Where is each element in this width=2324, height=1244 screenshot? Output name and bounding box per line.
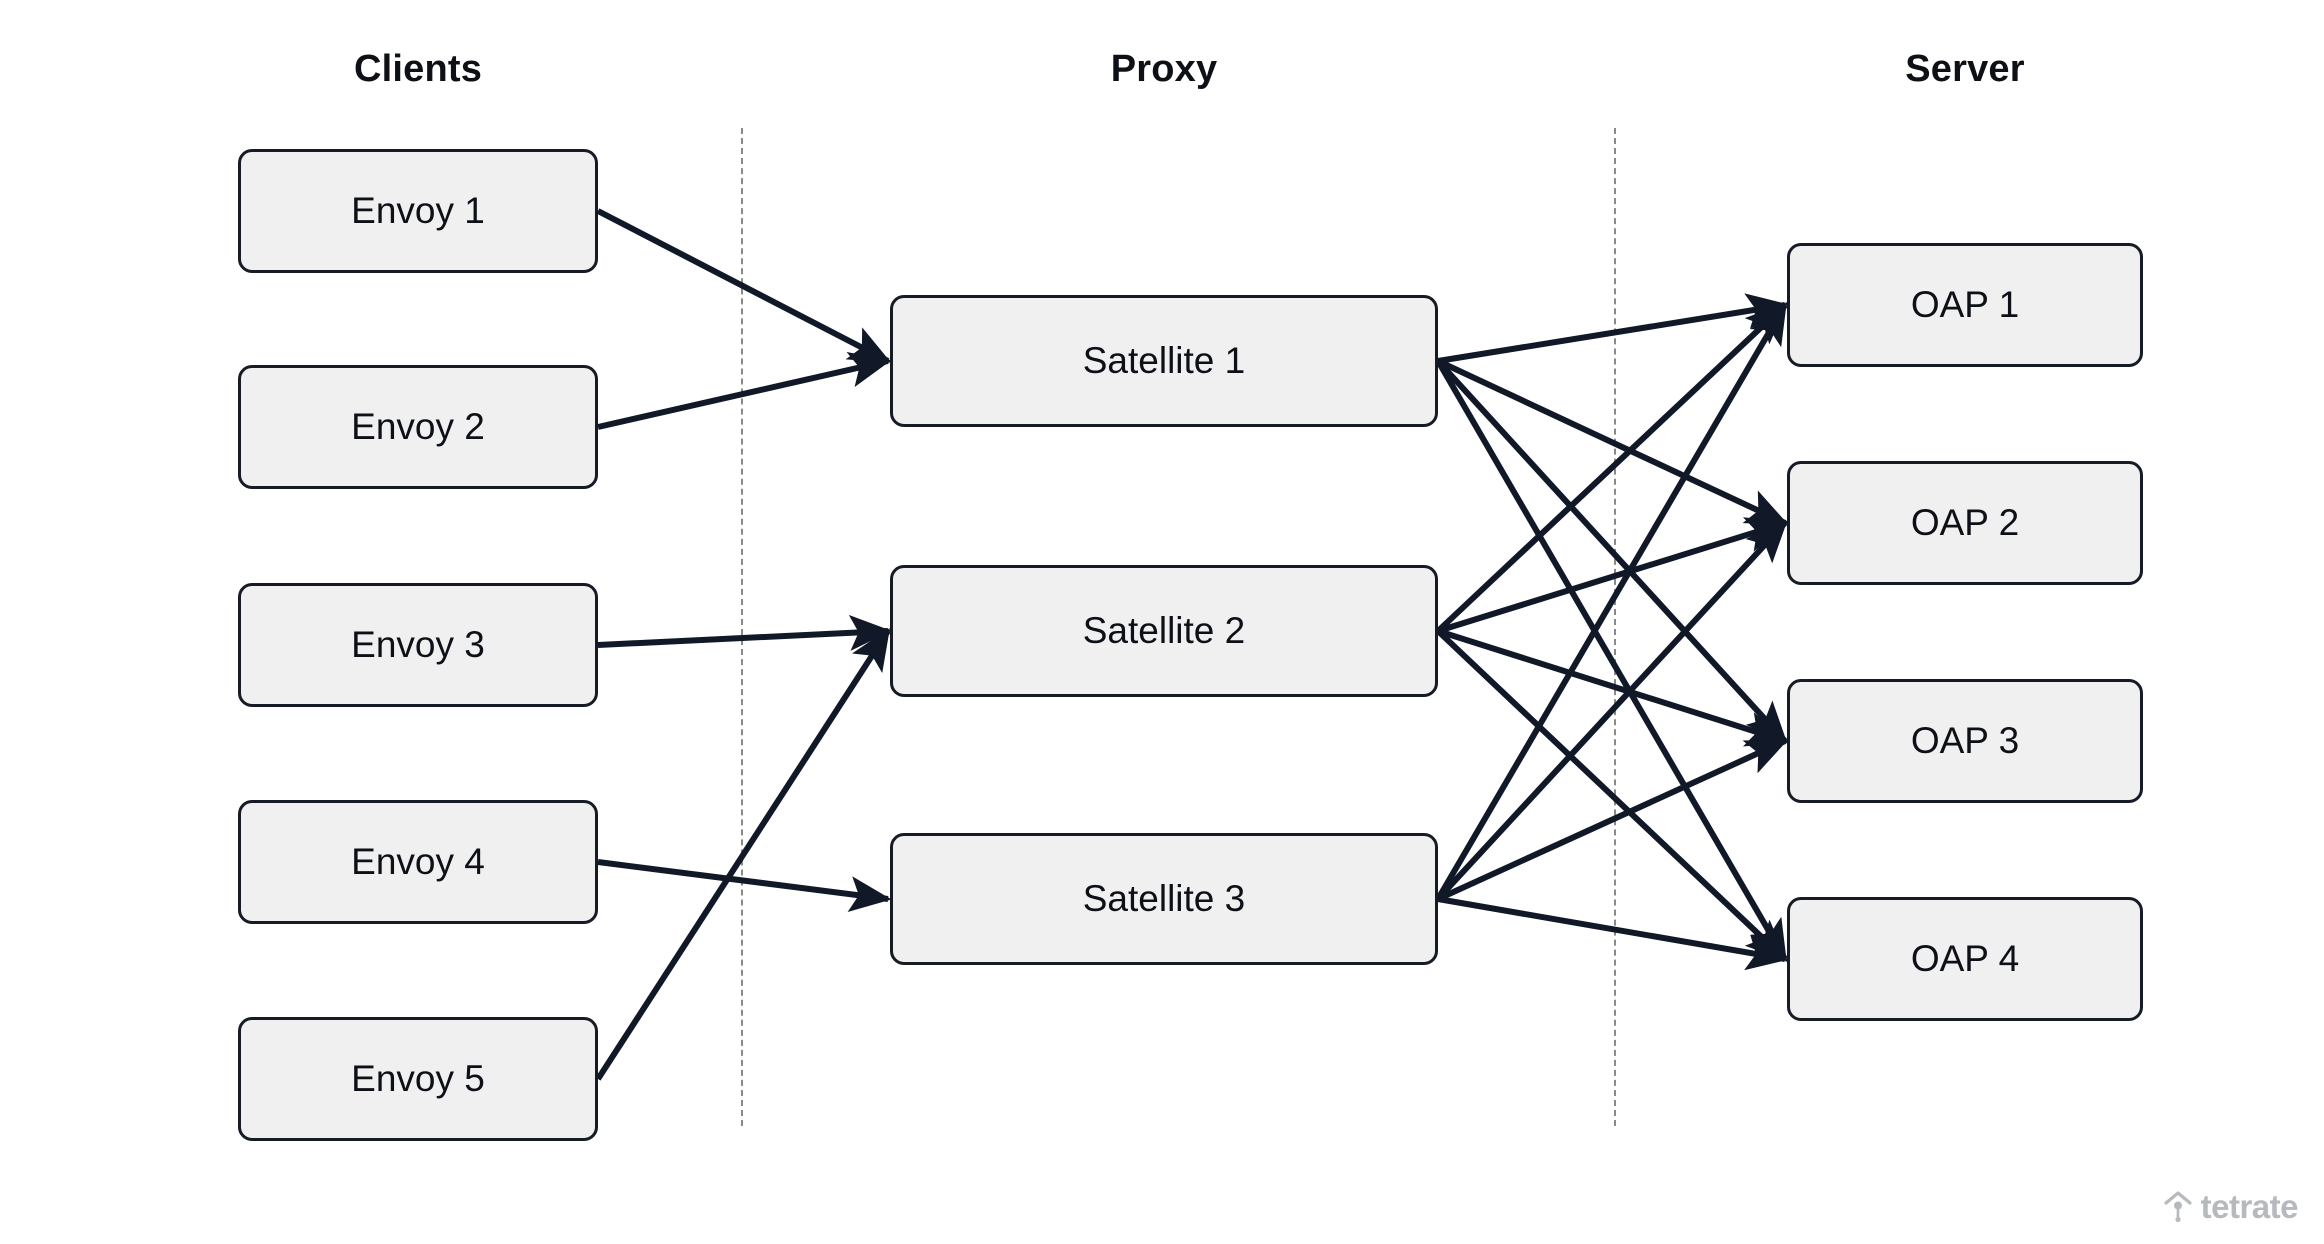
connection-line xyxy=(597,351,892,430)
connection-line xyxy=(595,627,891,1081)
connection-line xyxy=(1436,738,1789,902)
node-label: Satellite 3 xyxy=(1082,878,1246,919)
connection-line xyxy=(1437,293,1789,364)
node-envoy-1[interactable]: Envoy 1 xyxy=(238,149,598,273)
connection-line xyxy=(1435,628,1788,962)
divider-clients-proxy xyxy=(741,128,743,1126)
node-label: OAP 4 xyxy=(1910,938,2020,979)
node-envoy-4[interactable]: Envoy 4 xyxy=(238,800,598,924)
node-label: OAP 2 xyxy=(1910,502,2020,543)
connection-line xyxy=(1437,628,1789,747)
node-label: Envoy 5 xyxy=(351,1058,485,1099)
node-satellite-1[interactable]: Satellite 1 xyxy=(890,295,1438,427)
brand-wordmark: tetrate xyxy=(2200,1188,2299,1225)
connection-line xyxy=(1435,358,1788,744)
node-label: OAP 1 xyxy=(1910,284,2020,325)
node-oap-3[interactable]: OAP 3 xyxy=(1787,679,2143,803)
tetrate-mark-icon xyxy=(2164,1191,2192,1223)
column-title-proxy: Proxy xyxy=(1110,48,1218,90)
divider-proxy-server xyxy=(1614,128,1616,1126)
connection-line xyxy=(1435,520,1788,902)
connection-line xyxy=(1435,359,1788,963)
connection-line xyxy=(596,208,892,364)
connection-line xyxy=(1435,301,1788,901)
node-oap-4[interactable]: OAP 4 xyxy=(1787,897,2143,1021)
column-title-server: Server xyxy=(1905,48,2025,90)
connection-line xyxy=(1436,358,1789,526)
connection-line xyxy=(1437,896,1789,971)
brand-logo: tetrate xyxy=(2163,1188,2299,1226)
connection-line xyxy=(1437,517,1789,634)
node-label: Envoy 3 xyxy=(351,624,485,665)
node-oap-2[interactable]: OAP 2 xyxy=(1787,461,2143,585)
node-envoy-5[interactable]: Envoy 5 xyxy=(238,1017,598,1141)
node-satellite-3[interactable]: Satellite 3 xyxy=(890,833,1438,965)
connection-line xyxy=(1435,302,1788,634)
node-label: Satellite 2 xyxy=(1082,610,1246,651)
connection-line xyxy=(597,614,892,651)
node-label: Satellite 1 xyxy=(1082,340,1246,381)
node-label: Envoy 2 xyxy=(351,406,485,447)
node-envoy-3[interactable]: Envoy 3 xyxy=(238,583,598,707)
node-label: OAP 3 xyxy=(1910,720,2020,761)
node-satellite-2[interactable]: Satellite 2 xyxy=(890,565,1438,697)
node-oap-1[interactable]: OAP 1 xyxy=(1787,243,2143,367)
connection-line xyxy=(597,859,892,912)
node-label: Envoy 4 xyxy=(351,841,485,882)
node-label: Envoy 1 xyxy=(351,190,485,231)
column-title-clients: Clients xyxy=(353,48,483,90)
node-envoy-2[interactable]: Envoy 2 xyxy=(238,365,598,489)
